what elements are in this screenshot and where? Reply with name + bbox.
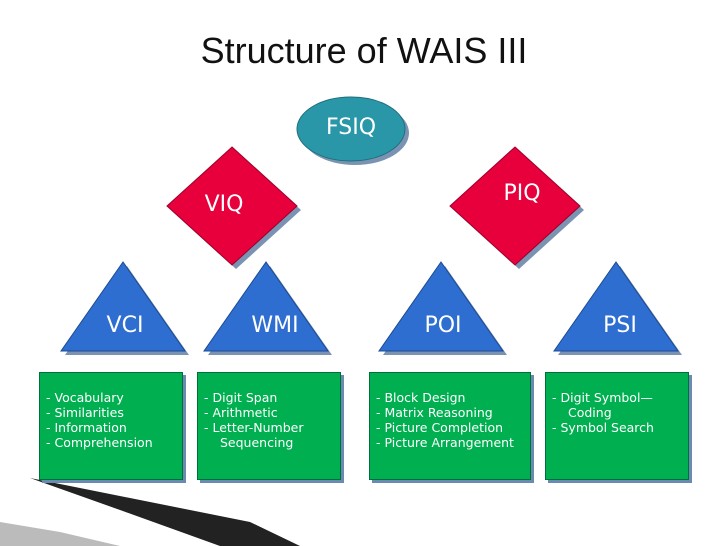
list-item: - Letter-Number bbox=[204, 420, 304, 435]
list-item: - Vocabulary bbox=[46, 390, 124, 405]
poi-triangle bbox=[378, 261, 504, 352]
vci-triangle bbox=[60, 261, 186, 352]
piq-label: PIQ bbox=[503, 181, 541, 206]
list-item-continuation: Coding bbox=[568, 405, 612, 420]
list-item: - Arithmetic bbox=[204, 405, 278, 420]
psi-triangle bbox=[553, 261, 679, 352]
list-item: Sequencing bbox=[204, 435, 340, 450]
diagram-title: Structure of WAIS III bbox=[200, 30, 528, 71]
poi-subtests-box: - Block Design - Matrix Reasoning - Pict… bbox=[369, 372, 531, 480]
list-item: - Picture Arrangement bbox=[376, 435, 514, 450]
wmi-triangle bbox=[203, 261, 329, 352]
list-item: - Picture Completion bbox=[376, 420, 504, 435]
list-item: - Symbol Search bbox=[552, 420, 654, 435]
decorative-swoosh bbox=[30, 478, 300, 546]
wmi-label: WMI bbox=[251, 313, 299, 338]
psi-label: PSI bbox=[603, 313, 637, 338]
list-item: - Comprehension bbox=[46, 435, 153, 450]
decorative-swoosh-light bbox=[0, 522, 120, 546]
poi-label: POI bbox=[424, 313, 462, 338]
list-item: - Block Design bbox=[376, 390, 466, 405]
list-item: - Similarities bbox=[46, 405, 124, 420]
vci-subtests-box: - Vocabulary - Similarities - Informatio… bbox=[39, 372, 183, 480]
list-item: Coding bbox=[552, 405, 688, 420]
list-item-continuation: Sequencing bbox=[220, 435, 294, 450]
fsiq-label: FSIQ bbox=[325, 115, 377, 140]
list-item: - Information bbox=[46, 420, 127, 435]
list-item: - Digit Span bbox=[204, 390, 278, 405]
list-item: - Digit Symbol— bbox=[552, 390, 653, 405]
psi-subtests-box: - Digit Symbol— Coding - Symbol Search bbox=[545, 372, 689, 480]
viq-diamond bbox=[166, 146, 298, 266]
list-item: - Matrix Reasoning bbox=[376, 405, 493, 420]
vci-label: VCI bbox=[106, 313, 144, 338]
viq-label: VIQ bbox=[204, 192, 244, 217]
wmi-subtests-box: - Digit Span - Arithmetic - Letter-Numbe… bbox=[197, 372, 341, 480]
piq-diamond bbox=[449, 146, 581, 266]
fsiq-ellipse bbox=[296, 96, 406, 162]
